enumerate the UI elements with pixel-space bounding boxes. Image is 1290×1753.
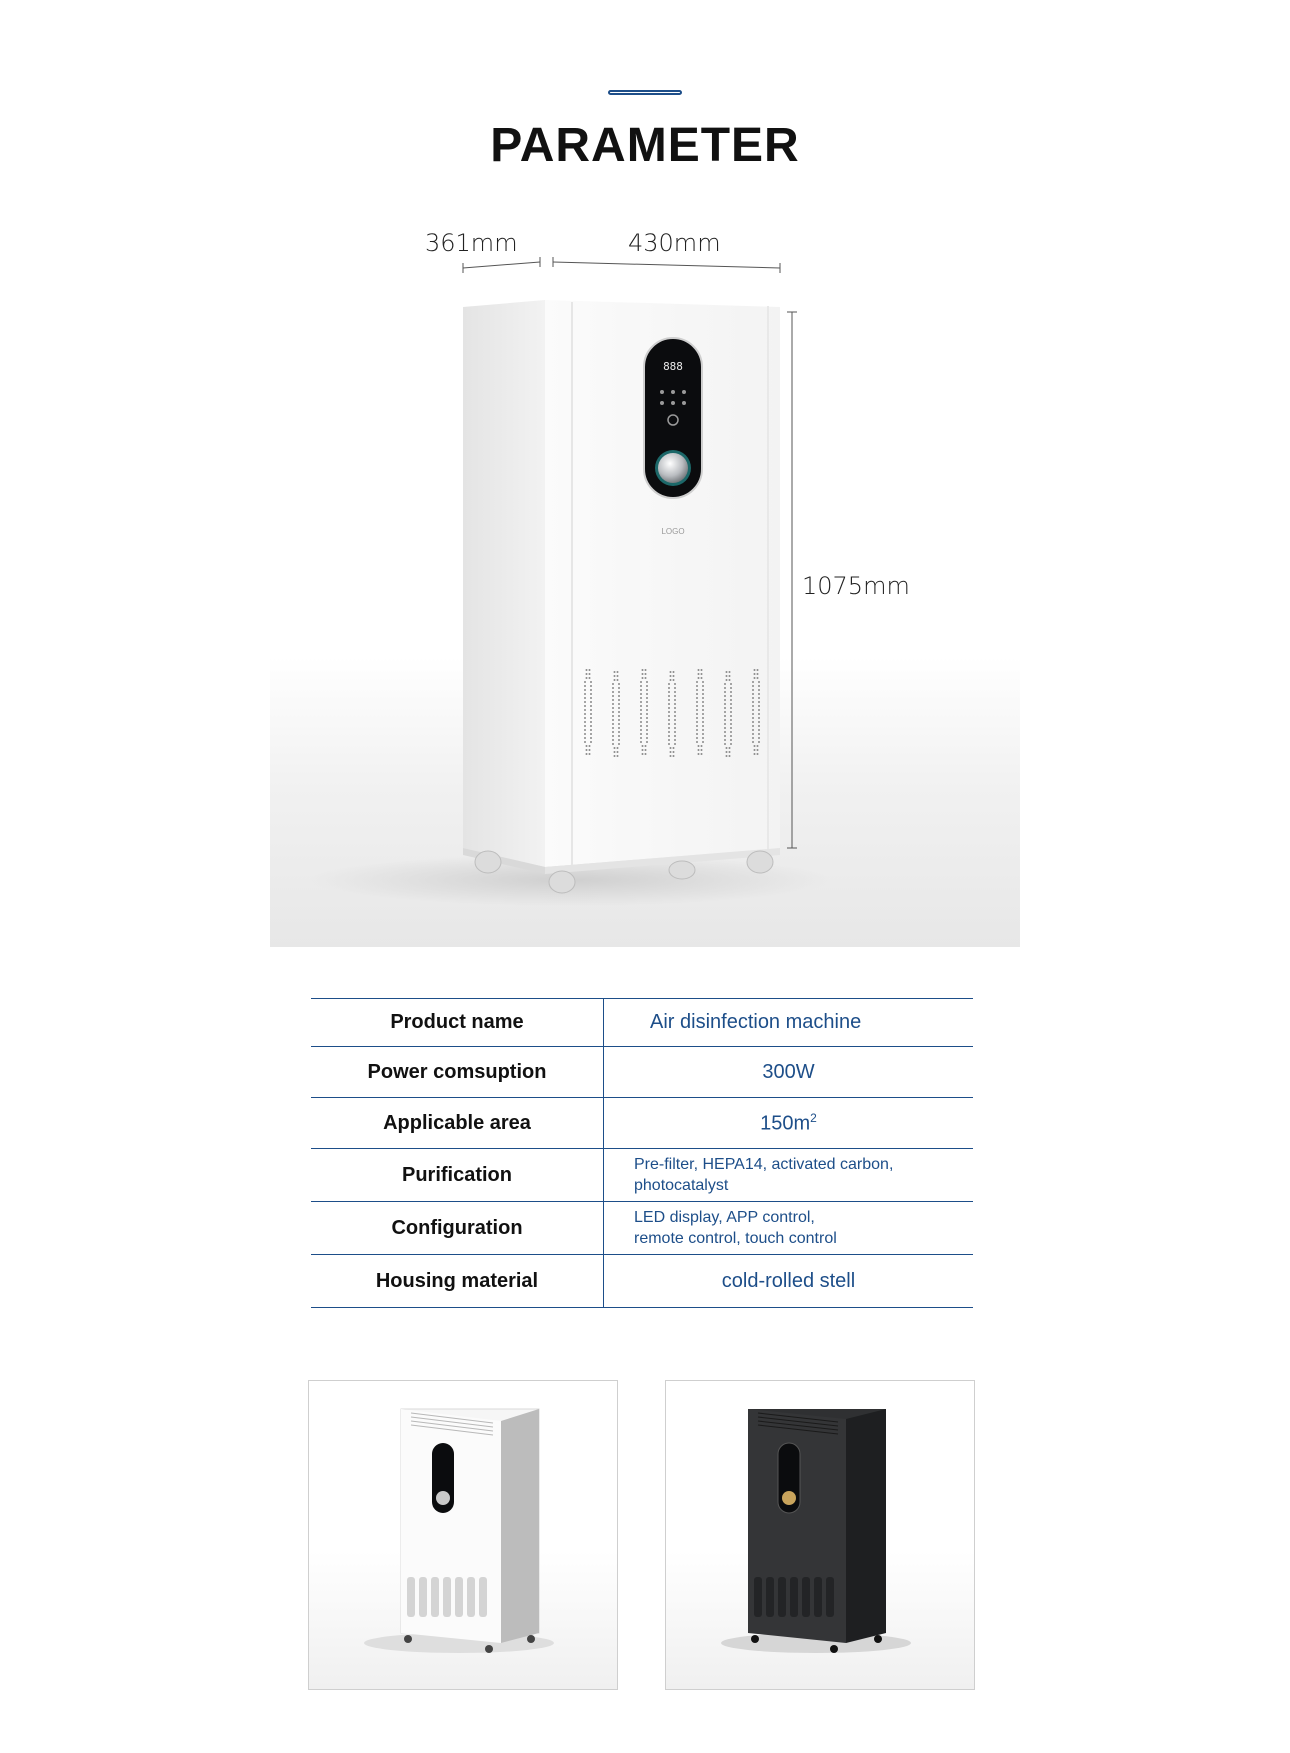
spec-label: Power comsuption	[311, 1046, 604, 1098]
hero-product-image: 888 LOGO 361mm 430mm 1075mm	[270, 222, 1020, 947]
display-digits: 888	[663, 360, 683, 373]
spec-label: Configuration	[311, 1201, 604, 1255]
table-row: Purification Pre-filter, HEPA14, activat…	[311, 1148, 973, 1202]
table-row: Applicable area 150m2	[311, 1097, 973, 1149]
height-dimension-label: 1075mm	[802, 572, 910, 600]
white-purifier-illustration	[364, 1408, 554, 1653]
spec-label: Applicable area	[311, 1097, 604, 1149]
spec-value: LED display, APP control,remote control,…	[603, 1201, 973, 1255]
vent-grilles	[584, 669, 760, 757]
dimension-lines	[462, 257, 797, 849]
table-row: Housing material cold-rolled stell	[311, 1254, 973, 1308]
depth-dimension-label: 361mm	[425, 229, 518, 257]
spec-value: Pre-filter, HEPA14, activated carbon,pho…	[603, 1148, 973, 1202]
panel-logo: LOGO	[661, 527, 684, 536]
spec-value: 300W	[603, 1046, 973, 1098]
spec-label: Housing material	[311, 1254, 604, 1308]
title-accent-bar	[608, 90, 682, 95]
gallery-image-black	[665, 1380, 975, 1690]
page-title: PARAMETER	[490, 119, 800, 172]
control-knob-icon	[658, 453, 688, 483]
spec-table: Product name Air disinfection machine Po…	[311, 998, 973, 1308]
table-row: Configuration LED display, APP control,r…	[311, 1201, 973, 1255]
air-purifier-illustration: 888 LOGO	[310, 257, 830, 906]
spec-label: Purification	[311, 1148, 604, 1202]
table-row: Product name Air disinfection machine	[311, 998, 973, 1047]
black-purifier-illustration	[721, 1409, 911, 1653]
gallery-image-white	[308, 1380, 618, 1690]
spec-value: cold-rolled stell	[603, 1254, 973, 1308]
spec-label: Product name	[311, 998, 604, 1047]
table-row: Power comsuption 300W	[311, 1046, 973, 1098]
width-dimension-label: 430mm	[628, 229, 721, 257]
spec-value: Air disinfection machine	[603, 998, 973, 1047]
spec-value: 150m2	[603, 1097, 973, 1149]
